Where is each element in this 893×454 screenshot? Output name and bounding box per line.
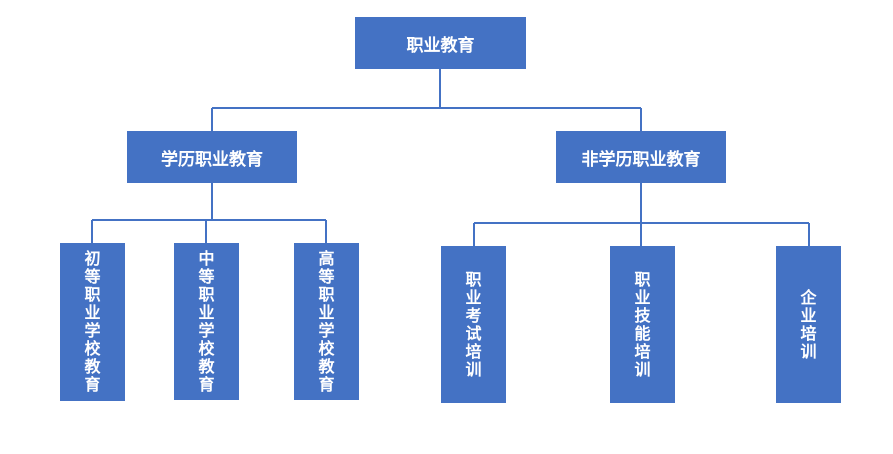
label-char: 教 [84, 357, 101, 376]
label-char: 育 [318, 374, 335, 394]
label-char: 业 [198, 302, 215, 322]
label-char: 高 [318, 248, 335, 268]
root-node: 职业教育 [355, 17, 526, 69]
label-char: 培 [465, 341, 482, 361]
label-char: 试 [465, 323, 482, 343]
leaf-label-secondary-vocational-school: 中等职业学校教育 [198, 248, 215, 394]
label-char: 培 [634, 341, 651, 361]
label-char: 职 [318, 284, 335, 304]
label-char: 职 [465, 269, 482, 289]
label-char: 职 [198, 284, 215, 304]
label-char: 学 [84, 321, 101, 340]
leaf-label-enterprise-training: 企业培训 [800, 287, 817, 361]
branch-label-academic: 学历职业教育 [161, 149, 263, 170]
branch-label-non-academic: 非学历职业教育 [581, 149, 701, 170]
label-char: 校 [198, 338, 215, 358]
label-char: 职 [634, 269, 651, 289]
label-char: 职 [84, 285, 101, 304]
leaf-node-higher-vocational-school: 高等职业学校教育 [294, 243, 359, 400]
branch-node-non-academic: 非学历职业教育 [556, 131, 726, 183]
leaf-label-higher-vocational-school: 高等职业学校教育 [318, 248, 335, 394]
label-char: 学 [198, 320, 215, 340]
label-char: 企 [800, 287, 817, 307]
leaf-label-primary-vocational-school: 初等职业学校教育 [84, 250, 100, 394]
label-char: 育 [84, 375, 101, 394]
label-char: 学 [318, 320, 335, 340]
label-char: 等 [198, 266, 215, 286]
label-char: 业 [800, 305, 817, 325]
label-char: 教 [198, 356, 215, 376]
leaf-node-vocational-skills-training: 职业技能培训 [610, 246, 675, 403]
label-char: 业 [84, 303, 101, 322]
root-label: 职业教育 [406, 35, 475, 56]
label-char: 训 [634, 359, 651, 379]
label-char: 育 [198, 374, 215, 394]
label-char: 业 [465, 287, 482, 307]
label-char: 等 [84, 267, 101, 286]
label-char: 训 [465, 359, 482, 379]
label-char: 培 [800, 323, 817, 343]
label-char: 训 [800, 341, 817, 361]
leaf-label-vocational-exam-training: 职业考试培训 [465, 269, 482, 379]
leaf-node-vocational-exam-training: 职业考试培训 [441, 246, 506, 403]
label-char: 校 [318, 338, 335, 358]
label-char: 技 [634, 305, 651, 325]
label-char: 初 [84, 249, 101, 268]
label-char: 业 [318, 302, 335, 322]
leaf-label-vocational-skills-training: 职业技能培训 [634, 269, 651, 379]
label-char: 教 [318, 356, 335, 376]
branch-node-academic: 学历职业教育 [127, 131, 297, 183]
leaf-node-secondary-vocational-school: 中等职业学校教育 [174, 243, 239, 400]
label-char: 等 [318, 266, 335, 286]
label-char: 考 [465, 305, 482, 325]
label-char: 能 [634, 323, 651, 343]
leaf-node-enterprise-training: 企业培训 [776, 246, 841, 403]
leaf-node-primary-vocational-school: 初等职业学校教育 [60, 243, 125, 401]
label-char: 业 [634, 287, 651, 307]
label-char: 校 [84, 339, 101, 358]
label-char: 中 [198, 248, 215, 268]
